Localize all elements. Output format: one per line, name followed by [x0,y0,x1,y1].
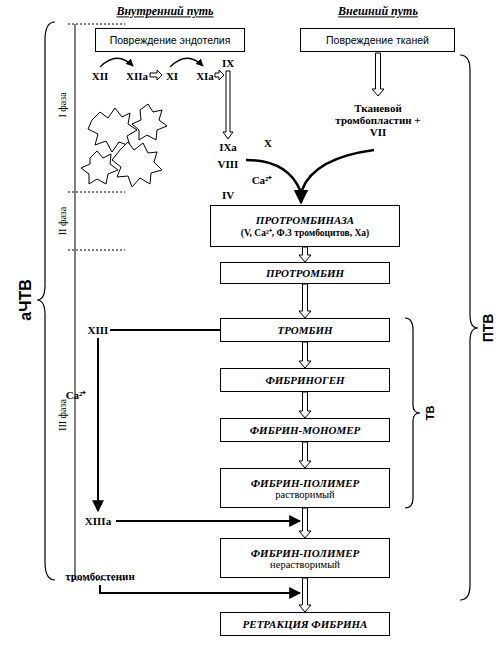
platelet [112,142,162,187]
axis-label: I фаза [57,92,68,117]
merge-arrow [300,189,303,203]
box-title: ФИБРИН-ПОЛИМЕР [251,477,360,489]
axis-label: II фаза [57,207,68,235]
flow-arrow [299,392,311,418]
platelet [81,151,118,184]
stage-box: ФИБРИНОГЕН [220,368,390,392]
box-title: РЕТРАКЦИЯ ФИБРИНА [243,618,368,630]
flow-arrow [299,442,311,468]
stage-box: ФИБРИН-ПОЛИМЕРрастворимый [220,468,390,508]
factor-line [100,585,300,593]
factor-label: XI [166,70,178,82]
flow-arrow [299,247,311,262]
factor-line [110,329,220,331]
factor-label: XIa [196,70,214,82]
platelet [132,104,167,140]
factor-label: IXa [219,141,237,153]
activation-arrow [170,58,203,67]
phase-divider [68,192,125,193]
box-title: ПРОТРОМБИНАЗА [256,214,354,226]
tt-brace [405,318,420,508]
aptt-brace [37,22,55,580]
axis-label: аЧТВ [17,279,35,320]
box-title: Повреждение эндотелия [110,34,231,46]
box-title: Повреждение тканей [326,34,429,46]
stage-box: ФИБРИН-ПОЛИМЕРнерастворимый [220,538,390,578]
box-title: ПРОТРОМБИН [266,267,344,279]
axis-label: ТВ [424,406,436,421]
factor-label: Ca²⁺ [252,174,273,186]
pt-brace [460,55,478,600]
factor-label: Тканевой тромбопластин + VII [332,102,424,138]
factor-line [116,520,300,522]
merge-curve [246,160,300,190]
stage-box: ФИБРИН-МОНОМЕР [220,418,390,442]
flow-arrow [299,284,311,318]
merge-curve [302,150,374,190]
axis-label: ПТВ [481,314,496,343]
factor-label: IV [222,189,234,201]
flow-arrow [299,578,311,612]
box-subtitle: растворимый [275,489,334,500]
factor-line [97,338,99,511]
axis-label: III фаза [57,399,68,431]
phase-axis [75,24,76,580]
box-subtitle: (V, Ca²⁺, Ф.3 тромбоцитов, Xa) [241,226,370,239]
stage-box: ТРОМБИН [220,318,390,342]
stage-box: РЕТРАКЦИЯ ФИБРИНА [220,612,390,636]
trigger-box: Повреждение тканей [300,28,455,52]
factor-label: IX [222,57,234,69]
box-title: ТРОМБИН [277,324,332,336]
hollow-arrow [215,70,224,80]
factor-label: XII [92,70,109,82]
factor-label: X [264,137,272,149]
box-title: ФИБРИН-МОНОМЕР [250,424,360,436]
factor-label: VIII [218,158,239,170]
phase-divider [68,24,125,25]
pathway-heading: Внутренний путь [116,5,213,18]
pathway-heading: Внешний путь [338,5,418,18]
flow-arrow [299,342,311,368]
factor-label: Ca²⁺ [66,389,87,401]
flow-arrow [299,508,311,538]
factor-label: XIIa [126,70,148,82]
trigger-box: Повреждение эндотелия [95,28,245,52]
activation-arrow [100,58,133,67]
hollow-arrow [150,70,162,80]
box-title: ФИБРИН-ПОЛИМЕР [251,547,360,559]
stage-box: ПРОТРОМБИН [220,262,390,284]
stage-box: ПРОТРОМБИНАЗА(V, Ca²⁺, Ф.3 тромбоцитов, … [210,205,400,247]
box-subtitle: нерастворимый [270,559,340,570]
factor-label: XIII [88,324,109,336]
box-title: ФИБРИНОГЕН [265,374,344,386]
hollow-arrow [372,53,384,96]
hollow-arrow [223,71,233,139]
phase-divider [68,250,125,251]
factor-label: XIIIa [85,515,111,527]
factor-label: тромбостенин [65,570,134,582]
